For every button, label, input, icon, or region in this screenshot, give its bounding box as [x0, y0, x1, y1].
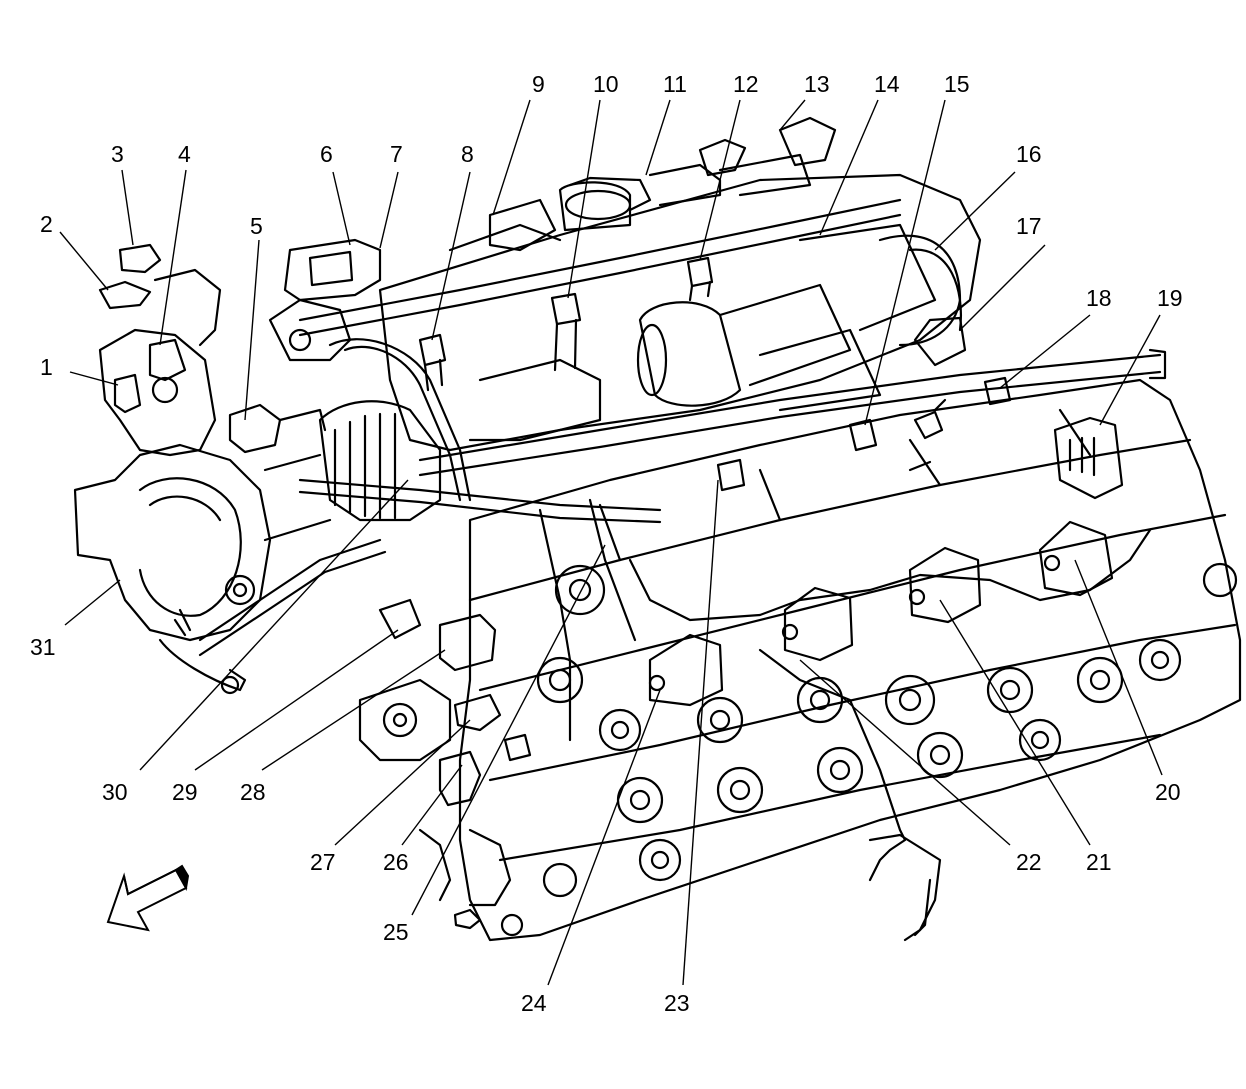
callout-13: 13: [804, 71, 830, 97]
callout-25: 25: [383, 919, 409, 945]
callout-17: 17: [1016, 213, 1042, 239]
throttle-body: [73, 443, 272, 695]
callout-2: 2: [40, 211, 53, 237]
callout-19: 19: [1157, 285, 1183, 311]
fuel-rail-left: [298, 198, 902, 337]
leader-lines: [59, 99, 1163, 986]
intake-plenum-tube: [908, 248, 967, 367]
callout-16: 16: [1016, 141, 1042, 167]
callout-29: 29: [172, 779, 198, 805]
callout-11: 11: [663, 71, 687, 97]
intake-coupler: [263, 400, 442, 542]
callout-22: 22: [1016, 849, 1042, 875]
callout-18: 18: [1086, 285, 1112, 311]
coil-harness: [628, 528, 1152, 942]
fuel-injectors: [418, 256, 1012, 492]
right-cylinder-head: [458, 378, 1242, 942]
front-direction-arrow-icon: [106, 864, 190, 932]
callout-4: 4: [178, 141, 191, 167]
callout-5: 5: [250, 213, 263, 239]
callout-27: 27: [310, 849, 336, 875]
callout-labels: 1 2 3 4 5 6 7 8 9 10 11 12 13 14 15 16 1…: [30, 71, 1183, 1016]
callout-8: 8: [461, 141, 474, 167]
callout-3: 3: [111, 141, 124, 167]
callout-20: 20: [1155, 779, 1181, 805]
callout-9: 9: [532, 71, 545, 97]
fuel-rail-right: [418, 348, 1167, 477]
callout-26: 26: [383, 849, 409, 875]
left-front-components: [98, 238, 382, 457]
callout-21: 21: [1086, 849, 1112, 875]
callout-1: 1: [40, 354, 53, 380]
callout-7: 7: [390, 141, 403, 167]
callout-14: 14: [874, 71, 900, 97]
callout-15: 15: [944, 71, 970, 97]
callout-10: 10: [593, 71, 619, 97]
callout-6: 6: [320, 141, 333, 167]
lower-components: [358, 598, 532, 937]
top-sensors: [488, 116, 837, 252]
head-bores: [536, 562, 1238, 898]
callout-24: 24: [521, 990, 547, 1016]
callout-23: 23: [664, 990, 690, 1016]
hoses: [198, 338, 662, 742]
callout-28: 28: [240, 779, 266, 805]
callout-31: 31: [30, 634, 56, 660]
callout-30: 30: [102, 779, 128, 805]
callout-12: 12: [733, 71, 759, 97]
ignition-coils: [648, 416, 1124, 707]
small-sensor: [908, 398, 947, 472]
